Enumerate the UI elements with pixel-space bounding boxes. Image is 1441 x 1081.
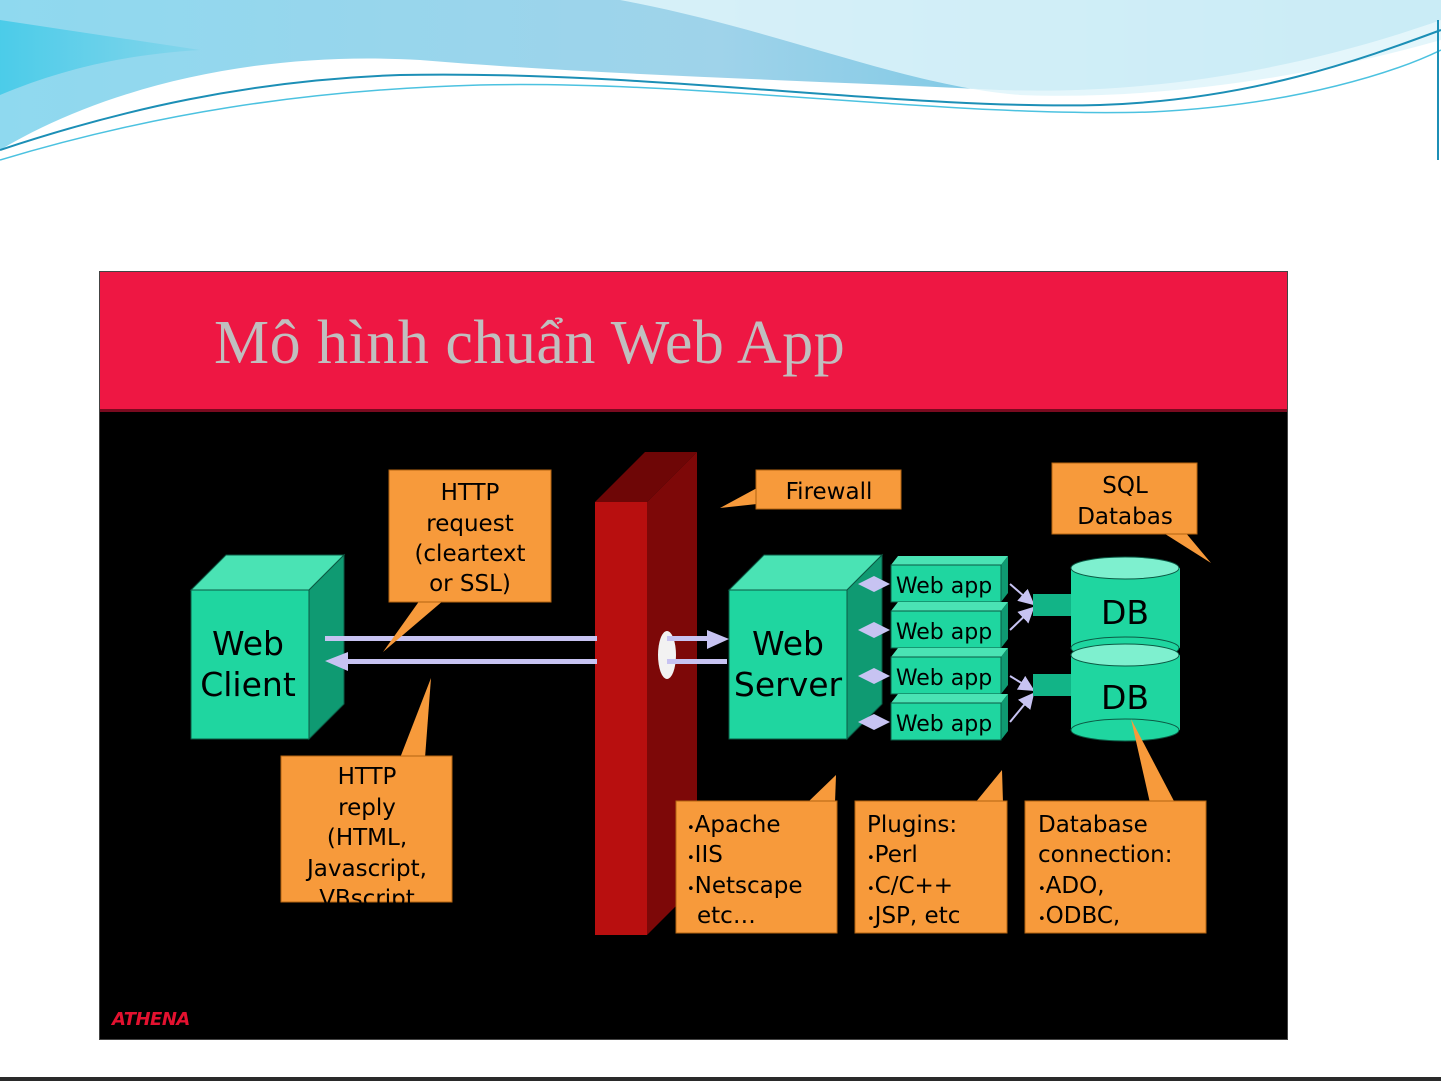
callout-text: connection: <box>1038 842 1172 868</box>
callout-http-request: HTTP request (cleartext or SSL) <box>383 470 551 652</box>
callout-text: •ADO, <box>1038 873 1105 899</box>
architecture-diagram: Web Client Web Server Web app Web app <box>100 272 1287 1039</box>
web-server-label-line1: Web <box>752 624 824 663</box>
callout-text: •Apache <box>687 812 780 838</box>
callout-text: Databas <box>1077 504 1173 530</box>
web-client-label-line1: Web <box>212 624 284 663</box>
callout-text: •C/C++ <box>867 873 953 899</box>
athena-logo: ATHENA <box>112 1009 190 1030</box>
db-connector <box>1033 674 1071 696</box>
callout-db-connection: Database connection: •ADO, •ODBC, <box>1025 719 1206 933</box>
web-app-label: Web app <box>896 620 992 645</box>
web-app-box: Web app <box>891 602 1008 648</box>
web-app-box: Web app <box>891 694 1008 740</box>
db-connector <box>1033 594 1071 616</box>
db-label: DB <box>1101 678 1149 717</box>
web-app-label: Web app <box>896 574 992 599</box>
callout-text: •ODBC, <box>1038 903 1120 929</box>
callout-web-servers: •Apache •IIS •Netscape etc… <box>676 775 837 933</box>
callout-firewall: Firewall <box>720 470 901 509</box>
callout-text: (HTML, <box>327 825 407 851</box>
header-wave-decoration <box>0 0 1441 170</box>
app-db-arrows <box>1010 584 1033 722</box>
web-app-box: Web app <box>891 648 1008 694</box>
bottom-border <box>0 1077 1441 1081</box>
callout-text: HTTP <box>338 764 397 790</box>
callout-text: Firewall <box>786 479 873 505</box>
callout-text: •Perl <box>867 842 918 868</box>
callout-text: Javascript, <box>305 856 427 882</box>
callout-text: etc… <box>697 903 756 929</box>
web-server-box: Web Server <box>729 555 882 739</box>
web-client-label-line2: Client <box>200 665 296 704</box>
callout-text: Plugins: <box>867 812 957 838</box>
web-server-label-line2: Server <box>734 665 843 704</box>
web-app-box: Web app <box>891 556 1008 602</box>
callout-plugins: Plugins: •Perl •C/C++ •JSP, etc <box>855 770 1007 933</box>
callout-text: (cleartext <box>414 541 525 567</box>
callout-text: Database <box>1038 812 1148 838</box>
callout-text: SQL <box>1102 473 1148 499</box>
web-client-box: Web Client <box>191 555 344 739</box>
callout-text: •JSP, etc <box>867 903 960 929</box>
callout-text: •Netscape <box>687 873 803 899</box>
db-label: DB <box>1101 593 1149 632</box>
slide-image: Mô hình chuẩn Web App Web Client <box>99 271 1288 1040</box>
callout-text: request <box>426 511 513 537</box>
database-cylinder: DB <box>1071 644 1180 741</box>
web-app-label: Web app <box>896 712 992 737</box>
callout-sql-database: SQL Databas <box>1052 463 1211 563</box>
web-app-label: Web app <box>896 666 992 691</box>
callout-text: HTTP <box>441 480 500 506</box>
callout-text: or SSL) <box>429 571 511 597</box>
callout-text: reply <box>338 795 396 821</box>
